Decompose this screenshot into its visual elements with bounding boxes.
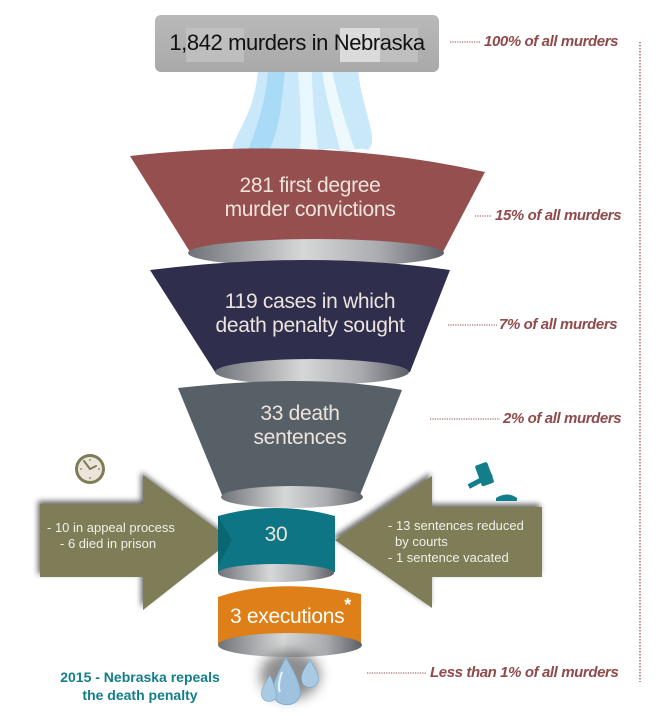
funnel-stage-executions xyxy=(218,586,362,657)
right-arrow-line: - 13 sentences reduced xyxy=(388,518,524,533)
stage-sentences-label: 33 death sentences xyxy=(200,402,400,450)
repeal-note: 2015 - Nebraska repeals the death penalt… xyxy=(40,668,240,704)
left-arrow-line: - 6 died in prison xyxy=(60,536,157,551)
right-arrow-line: - 1 sentence vacated xyxy=(388,550,509,565)
stage-remaining-label: 30 xyxy=(264,523,288,546)
funnel-stage-remaining xyxy=(218,508,335,582)
stage-sought-line1: 119 cases in which xyxy=(224,290,396,313)
percent-label-convictions: 15% of all murders xyxy=(495,207,622,224)
stage-sought-line2: death penalty sought xyxy=(215,314,405,337)
repeal-note-line1: 2015 - Nebraska repeals xyxy=(60,669,220,685)
repeal-note-line2: the death penalty xyxy=(82,687,198,703)
leader-lines xyxy=(367,41,500,674)
right-arrow-line: by courts xyxy=(395,534,448,549)
stage-executions-label: 3 executions* xyxy=(218,595,363,629)
percent-label-sought: 7% of all murders xyxy=(499,316,618,333)
footnote-marker: * xyxy=(344,595,352,615)
left-arrow-line: - 10 in appeal process xyxy=(47,520,175,535)
total-murders-label: 1,842 murders in Nebraska xyxy=(169,30,425,55)
gavel-icon xyxy=(467,462,517,501)
right-arrow xyxy=(335,476,542,608)
stage-convictions-line2: murder convictions xyxy=(224,198,396,221)
stage-convictions-label: 281 first degree murder convictions xyxy=(180,174,440,222)
stage-executions-text: 3 executions xyxy=(229,605,345,628)
left-arrow-text: - 10 in appeal process - 6 died in priso… xyxy=(47,520,175,552)
left-arrow xyxy=(40,475,232,610)
water-flow-icon xyxy=(232,70,373,152)
percent-label-sentences: 2% of all murders xyxy=(503,410,622,427)
stage-sentences-line2: sentences xyxy=(253,426,347,449)
funnel-stage-convictions xyxy=(130,148,485,267)
stage-convictions-line1: 281 first degree xyxy=(239,174,381,197)
funnel-stage-sought xyxy=(150,260,450,385)
right-arrow-text: - 13 sentences reduced by courts - 1 sen… xyxy=(388,518,524,566)
stage-sought-label: 119 cases in which death penalty sought xyxy=(180,290,440,338)
water-drops-icon xyxy=(260,651,320,706)
stage-sentences-line1: 33 death xyxy=(260,402,340,425)
clock-icon xyxy=(75,454,105,484)
percent-label-total: 100% of all murders xyxy=(484,33,619,50)
percent-label-executions: Less than 1% of all murders xyxy=(430,664,619,681)
funnel-stage-sentences xyxy=(178,380,402,508)
